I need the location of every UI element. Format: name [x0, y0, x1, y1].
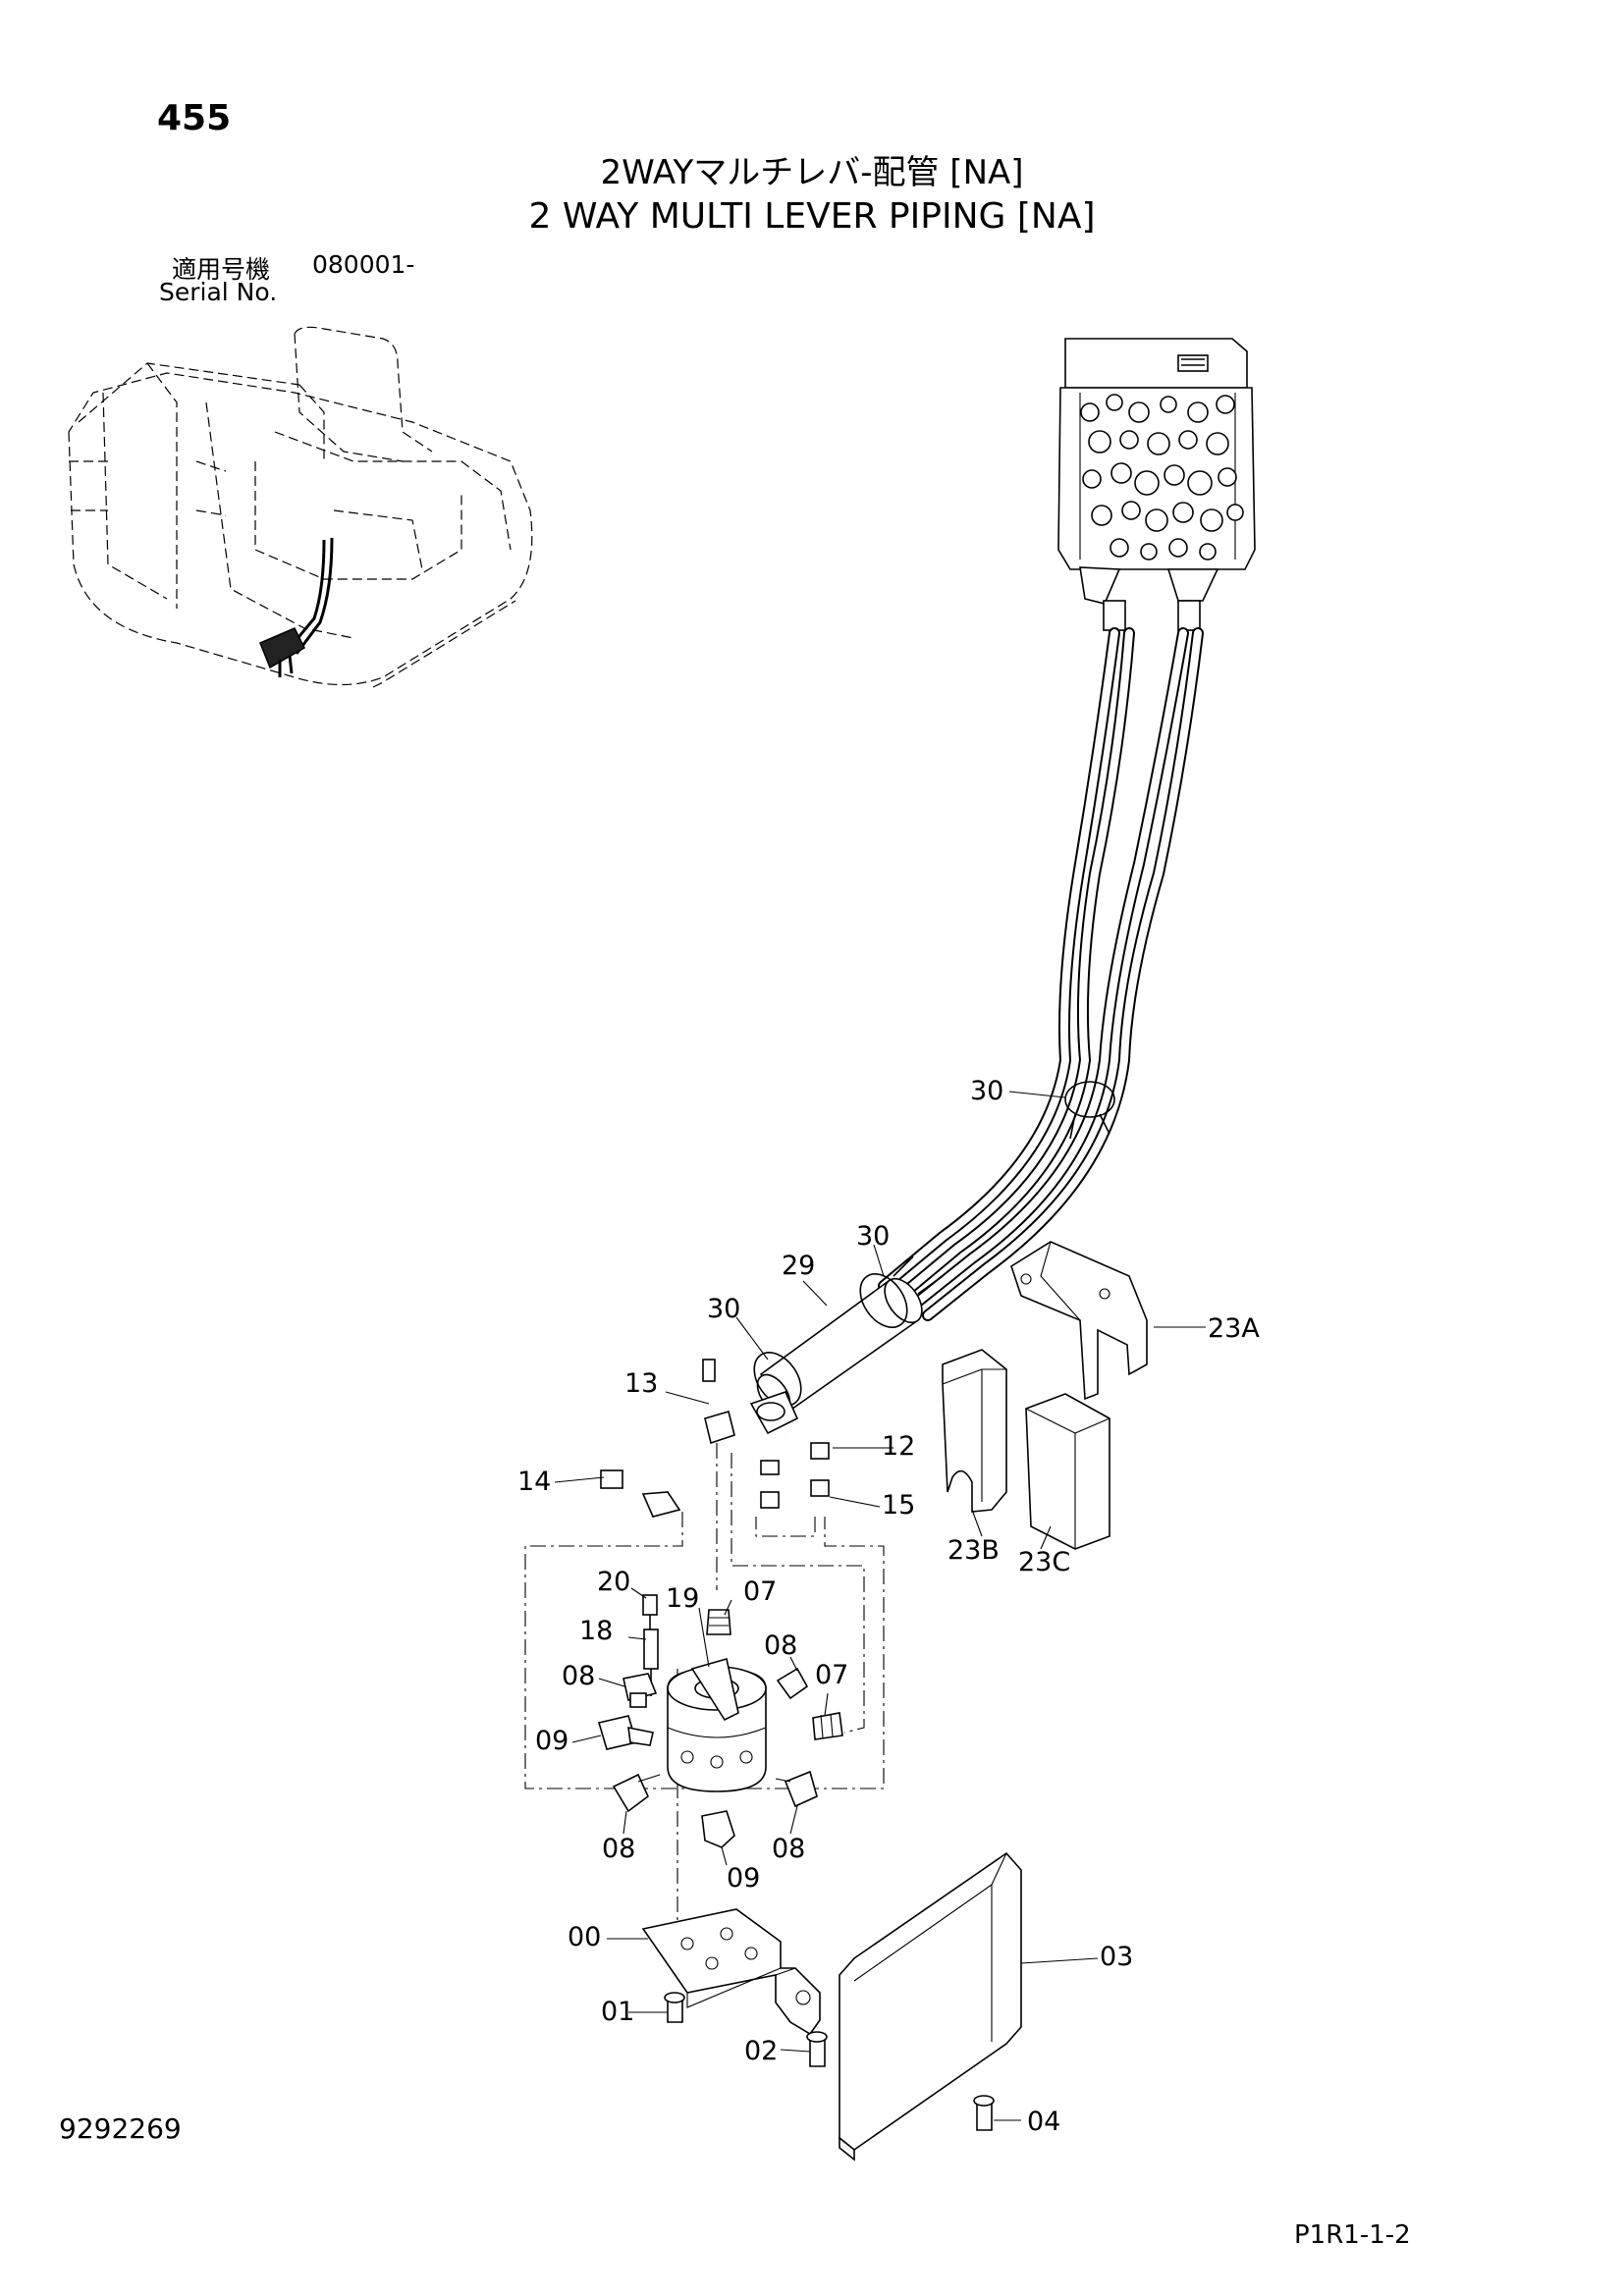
callout-03: 03	[1100, 1942, 1133, 1972]
callout-23A: 23A	[1208, 1313, 1260, 1344]
callout-08: 08	[772, 1834, 805, 1864]
leader-lines	[554, 1091, 1206, 2121]
page-title-japanese: 2WAYマルチレバ-配管 [NA]	[600, 153, 1024, 192]
callout-23B: 23B	[947, 1535, 1000, 1566]
callout-02: 02	[744, 2036, 778, 2066]
control-valve	[1057, 338, 1256, 631]
page-code: P1R1-1-2	[1294, 2220, 1411, 2250]
callout-07: 07	[743, 1576, 777, 1607]
callout-labels: 30 30 29 30 23A 13 12 14 15 23B 23C 20 1…	[517, 1076, 1260, 2137]
callout-09: 09	[727, 1863, 760, 1894]
callout-30: 30	[970, 1076, 1003, 1106]
valve-fittings	[1080, 394, 1244, 561]
callout-01: 01	[601, 1997, 634, 2027]
callout-23C: 23C	[1018, 1547, 1070, 1577]
callout-08: 08	[602, 1834, 635, 1864]
pilot-hoses	[878, 627, 1204, 1321]
callout-18: 18	[579, 1616, 613, 1646]
serial-number-value: 080001-	[312, 250, 415, 279]
callout-30: 30	[856, 1221, 890, 1252]
mounting-bracket-00	[641, 1908, 828, 2067]
serial-label-japanese: 適用号機	[172, 255, 271, 284]
callout-00: 00	[568, 1922, 601, 1952]
machine-location-inset	[68, 326, 533, 688]
document-number: 9292269	[59, 2112, 182, 2145]
page-number: 455	[157, 98, 232, 138]
callout-08: 08	[764, 1630, 797, 1661]
callout-14: 14	[517, 1467, 551, 1497]
cover-03	[839, 1851, 1022, 2162]
callout-29: 29	[782, 1251, 815, 1281]
callout-07: 07	[815, 1660, 848, 1690]
callout-13: 13	[624, 1368, 658, 1399]
callout-20: 20	[597, 1567, 630, 1597]
bracket-23A	[1010, 1241, 1148, 1401]
callout-12: 12	[882, 1431, 915, 1462]
serial-label-english: Serial No.	[159, 278, 278, 306]
callout-30: 30	[707, 1294, 740, 1324]
callout-09: 09	[535, 1726, 568, 1756]
rotary-manifold	[597, 1594, 843, 1848]
callout-19: 19	[666, 1583, 699, 1614]
callout-08: 08	[562, 1661, 595, 1691]
cushion-23B	[942, 1349, 1007, 1513]
callout-04: 04	[1027, 2107, 1060, 2137]
steel-pipes	[600, 1359, 830, 1518]
cushion-23C	[1025, 1393, 1110, 1550]
page-title-english: 2 WAY MULTI LEVER PIPING [NA]	[528, 196, 1096, 237]
callout-15: 15	[882, 1490, 915, 1521]
